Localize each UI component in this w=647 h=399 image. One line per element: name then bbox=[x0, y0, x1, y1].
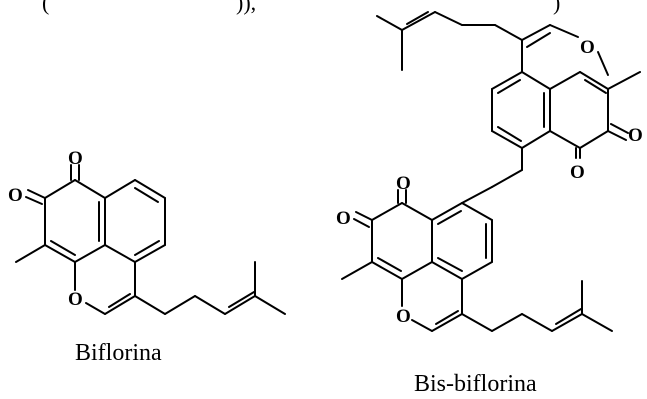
top-fragment-left-close: )), bbox=[236, 0, 256, 15]
biflorina-caption: Biflorina bbox=[75, 340, 162, 366]
bis-biflorina-oxygen-lower-ring: O bbox=[396, 306, 411, 327]
bis-biflorina-oxygen-lower-left: O bbox=[336, 208, 351, 229]
bis-biflorina-oxygen-upper-right: O bbox=[628, 125, 643, 146]
bis-biflorina-caption: Bis-biflorina bbox=[414, 371, 537, 397]
top-cropped-text: ( )), ) bbox=[42, 0, 560, 15]
bis-biflorina-oxygen-upper-ring: O bbox=[580, 37, 595, 58]
biflorina-oxygen-ring: O bbox=[68, 289, 83, 310]
biflorina-oxygen-left: O bbox=[8, 185, 23, 206]
bis-biflorina-oxygen-lower-top: O bbox=[396, 173, 411, 194]
bis-biflorina-oxygen-upper-bottom: O bbox=[570, 162, 585, 183]
top-fragment-right-close: ) bbox=[553, 0, 560, 15]
bis-biflorina-structure: O O O O O O bbox=[336, 11, 643, 332]
biflorina-structure: O O O bbox=[8, 148, 286, 315]
top-fragment-left: ( bbox=[42, 0, 49, 15]
biflorina-oxygen-top: O bbox=[68, 148, 83, 169]
